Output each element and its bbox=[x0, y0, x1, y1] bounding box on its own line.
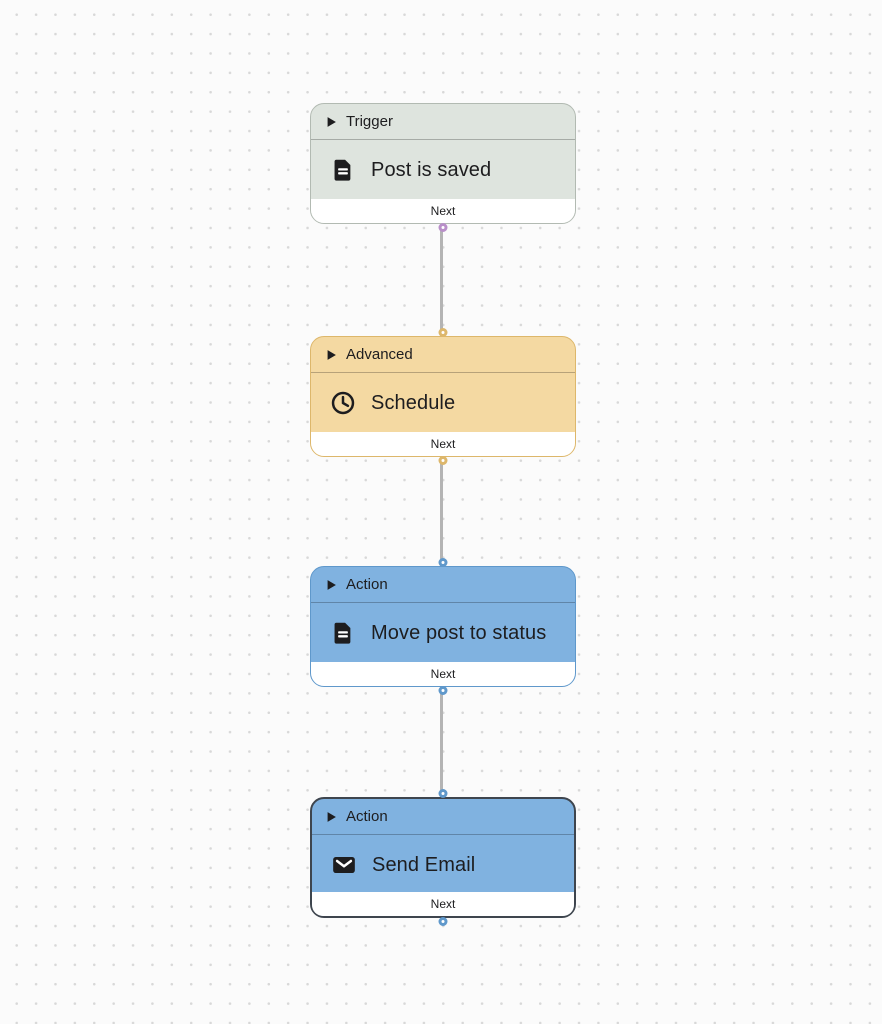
disclosure-triangle-icon bbox=[326, 579, 337, 591]
node-title: Send Email bbox=[372, 853, 476, 876]
node-advanced-schedule[interactable]: Advanced Schedule Next bbox=[310, 328, 576, 465]
file-text-icon bbox=[330, 157, 356, 183]
file-text-icon bbox=[330, 620, 356, 646]
output-port[interactable] bbox=[438, 456, 448, 465]
next-label: Next bbox=[430, 897, 456, 911]
node-footer: Next bbox=[311, 432, 575, 456]
node-header[interactable]: Advanced bbox=[311, 337, 575, 373]
node-header[interactable]: Action bbox=[312, 799, 574, 835]
next-label: Next bbox=[430, 437, 456, 451]
node-action-move-post-to-status[interactable]: Action Move post to status Next bbox=[310, 558, 576, 695]
node-header[interactable]: Trigger bbox=[311, 104, 575, 140]
node-header[interactable]: Action bbox=[311, 567, 575, 603]
node-category-label: Trigger bbox=[346, 113, 393, 130]
node-category-label: Action bbox=[346, 808, 388, 825]
node-title: Post is saved bbox=[371, 158, 492, 181]
output-port[interactable] bbox=[438, 917, 448, 926]
node-footer: Next bbox=[311, 662, 575, 686]
node-title: Move post to status bbox=[371, 621, 547, 644]
mail-icon bbox=[331, 852, 357, 878]
node-body: Send Email bbox=[312, 835, 574, 895]
connector-edge bbox=[440, 222, 443, 338]
next-label: Next bbox=[430, 204, 456, 218]
output-port[interactable] bbox=[438, 686, 448, 695]
connector-edge bbox=[440, 686, 443, 800]
output-port[interactable] bbox=[438, 223, 448, 232]
node-title: Schedule bbox=[371, 391, 456, 414]
clock-icon bbox=[330, 390, 356, 416]
node-body: Post is saved bbox=[311, 140, 575, 200]
input-port[interactable] bbox=[438, 789, 448, 798]
node-category-label: Action bbox=[346, 576, 388, 593]
input-port[interactable] bbox=[438, 328, 448, 337]
node-category-label: Advanced bbox=[346, 346, 413, 363]
node-body: Schedule bbox=[311, 373, 575, 433]
next-label: Next bbox=[430, 667, 456, 681]
node-footer: Next bbox=[311, 199, 575, 223]
node-footer: Next bbox=[312, 892, 574, 916]
disclosure-triangle-icon bbox=[326, 349, 337, 361]
node-body: Move post to status bbox=[311, 603, 575, 663]
node-trigger-post-is-saved[interactable]: Trigger Post is saved Next bbox=[310, 103, 576, 232]
disclosure-triangle-icon bbox=[326, 811, 337, 823]
connector-edge bbox=[440, 455, 443, 569]
node-action-send-email[interactable]: Action Send Email Next bbox=[310, 789, 576, 926]
input-port[interactable] bbox=[438, 558, 448, 567]
disclosure-triangle-icon bbox=[326, 116, 337, 128]
